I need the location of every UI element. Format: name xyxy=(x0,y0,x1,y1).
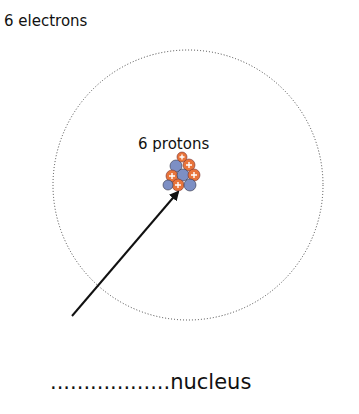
plus-signs xyxy=(169,155,197,189)
electron-shell xyxy=(53,50,323,320)
pointer-arrow xyxy=(72,192,178,316)
fill-in-label: ..................nucleus xyxy=(50,370,251,395)
proton-count: 6 protons xyxy=(138,135,209,153)
nucleus-cluster xyxy=(163,152,200,191)
electron-count: 6 electrons xyxy=(4,12,87,30)
